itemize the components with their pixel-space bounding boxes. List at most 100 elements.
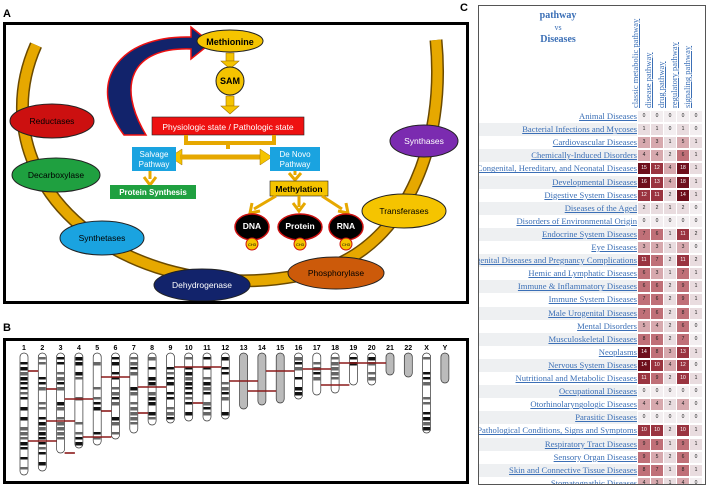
chromosome-label: 13 [240, 345, 248, 352]
heatmap-cell: 0 [664, 124, 676, 136]
chromosome-label: 8 [150, 345, 154, 352]
row-label[interactable]: Immune & Inflammatory Diseases [517, 281, 637, 292]
row-label[interactable]: Mental Disorders [577, 320, 637, 331]
synthases-node [389, 124, 459, 158]
chromosome-band [112, 402, 119, 406]
column-header-label[interactable]: classic metabolic pathway [630, 18, 640, 108]
row-label[interactable]: Pathological Conditions, Signs and Sympt… [478, 425, 637, 436]
chromosome-band [423, 402, 431, 405]
heatmap-cell: 10 [638, 425, 650, 437]
row-label[interactable]: Congenital, Hereditary, and Neonatal Dis… [478, 163, 637, 174]
chromosome-band [20, 427, 28, 431]
row-label[interactable]: Bacterial Infections and Mycoses [522, 124, 637, 135]
column-header-label[interactable]: drug pathway [656, 61, 666, 108]
dehydrogenase-text: Dehydrogenase [172, 280, 232, 290]
chromosome-label: 16 [295, 345, 303, 352]
chromosome-label: 17 [313, 345, 321, 352]
chromosome-Y [440, 352, 450, 384]
chromosome-band [166, 377, 174, 380]
methylation-text: Methylation [275, 184, 322, 194]
row-label[interactable]: Musculoskeletal Diseases [548, 333, 637, 344]
chromosome-band [203, 407, 211, 410]
row-label[interactable]: Respiratory Tract Diseases [544, 438, 637, 449]
chromosome-band [112, 362, 119, 366]
chromosome-band [112, 387, 119, 390]
row-label[interactable]: Cardiovascular Diseases [552, 137, 637, 148]
heatmap-cell: 6 [651, 294, 663, 306]
row-label[interactable]: Female Urogenital Diseases and Pregnancy… [479, 255, 637, 266]
chromosome-band [57, 357, 65, 360]
chromosome-band [57, 377, 65, 381]
row-label[interactable]: Immune System Diseases [548, 294, 637, 305]
row-label[interactable]: Male Urogenital Diseases [548, 307, 637, 318]
title-line-3: Diseases [540, 34, 576, 45]
phosphorylase-text: Phosphorylase [308, 268, 365, 278]
column-header-label[interactable]: signaling pathway [682, 45, 692, 108]
heatmap-cell: 6 [677, 320, 689, 332]
heatmap-cell: 5 [677, 137, 689, 149]
heatmap-cell: 1 [664, 438, 676, 450]
chromosome-band [148, 377, 156, 381]
row-label[interactable]: Diseases of the Aged [564, 202, 637, 213]
row-label[interactable]: Nervous System Diseases [548, 359, 637, 370]
heatmap-cell: 1 [690, 268, 702, 280]
row-label[interactable]: Developmental Diseases [552, 176, 637, 187]
column-header-label[interactable]: regulatory pathway [669, 42, 679, 108]
chromosome-1 [19, 352, 29, 476]
row-label[interactable]: Chemically-Induced Disorders [531, 150, 637, 161]
decarboxylase-node [11, 157, 101, 193]
row-label[interactable]: Otorhinolaryngologic Diseases [530, 399, 637, 410]
chromosome-band [148, 367, 156, 370]
row-label[interactable]: Occupational Diseases [558, 386, 637, 397]
row-label[interactable]: Hemic and Lymphatic Diseases [528, 268, 637, 279]
heatmap-cell: 9 [677, 294, 689, 306]
title-line-1: pathway [539, 10, 577, 21]
chromosome-band [423, 397, 431, 400]
row-label[interactable]: Eye Diseases [591, 242, 637, 252]
chromosome-band [93, 407, 101, 411]
heatmap-cell: 10 [651, 425, 663, 437]
chromosome-band [185, 412, 193, 416]
heatmap-cell: 7 [677, 333, 689, 345]
row-label[interactable]: Animal Diseases [579, 111, 637, 121]
heatmap-cell: 1 [690, 464, 702, 476]
heatmap-cell: 0 [690, 124, 702, 136]
heatmap-cell: 1 [664, 242, 676, 253]
column-header-label[interactable]: disease pathway [643, 52, 653, 108]
chromosome-band [295, 367, 302, 371]
chromosome-band [38, 462, 46, 466]
row-label[interactable]: Parasitic Diseases [575, 412, 637, 423]
chromosome-band [185, 367, 193, 370]
chromosome-band [148, 397, 156, 401]
chromosome-band [331, 357, 339, 360]
heatmap-cell: 15 [638, 163, 650, 175]
row-label[interactable]: Skin and Connective Tissue Diseases [509, 464, 637, 475]
row-label[interactable]: Digestive System Diseases [544, 189, 637, 200]
column-header[interactable]: signaling pathway [682, 16, 704, 108]
row-background [479, 319, 637, 333]
row-label[interactable]: Endocrine System Diseases [542, 228, 637, 239]
heatmap-cell: 9 [677, 438, 689, 450]
chromosome-band [38, 387, 46, 391]
row-background [479, 424, 637, 438]
chromosome-band [75, 362, 83, 366]
row-label[interactable]: Disorders of Environmental Origin [516, 215, 637, 226]
row-label[interactable]: Nutritional and Metabolic Diseases [515, 373, 637, 383]
chromosome-band [112, 432, 119, 435]
chromosome-band [112, 372, 119, 375]
heatmap-cell: 6 [677, 150, 689, 162]
chromosome-band [38, 442, 46, 445]
row-label[interactable]: Stomatognathic Diseases [550, 477, 637, 485]
heatmap-cell: 4 [651, 320, 663, 332]
row-label[interactable]: Sensory Organ Diseases [553, 451, 637, 462]
chromosome-band [368, 377, 376, 381]
heatmap-cell: 4 [638, 477, 650, 484]
row-label[interactable]: Neoplasms [598, 346, 637, 357]
